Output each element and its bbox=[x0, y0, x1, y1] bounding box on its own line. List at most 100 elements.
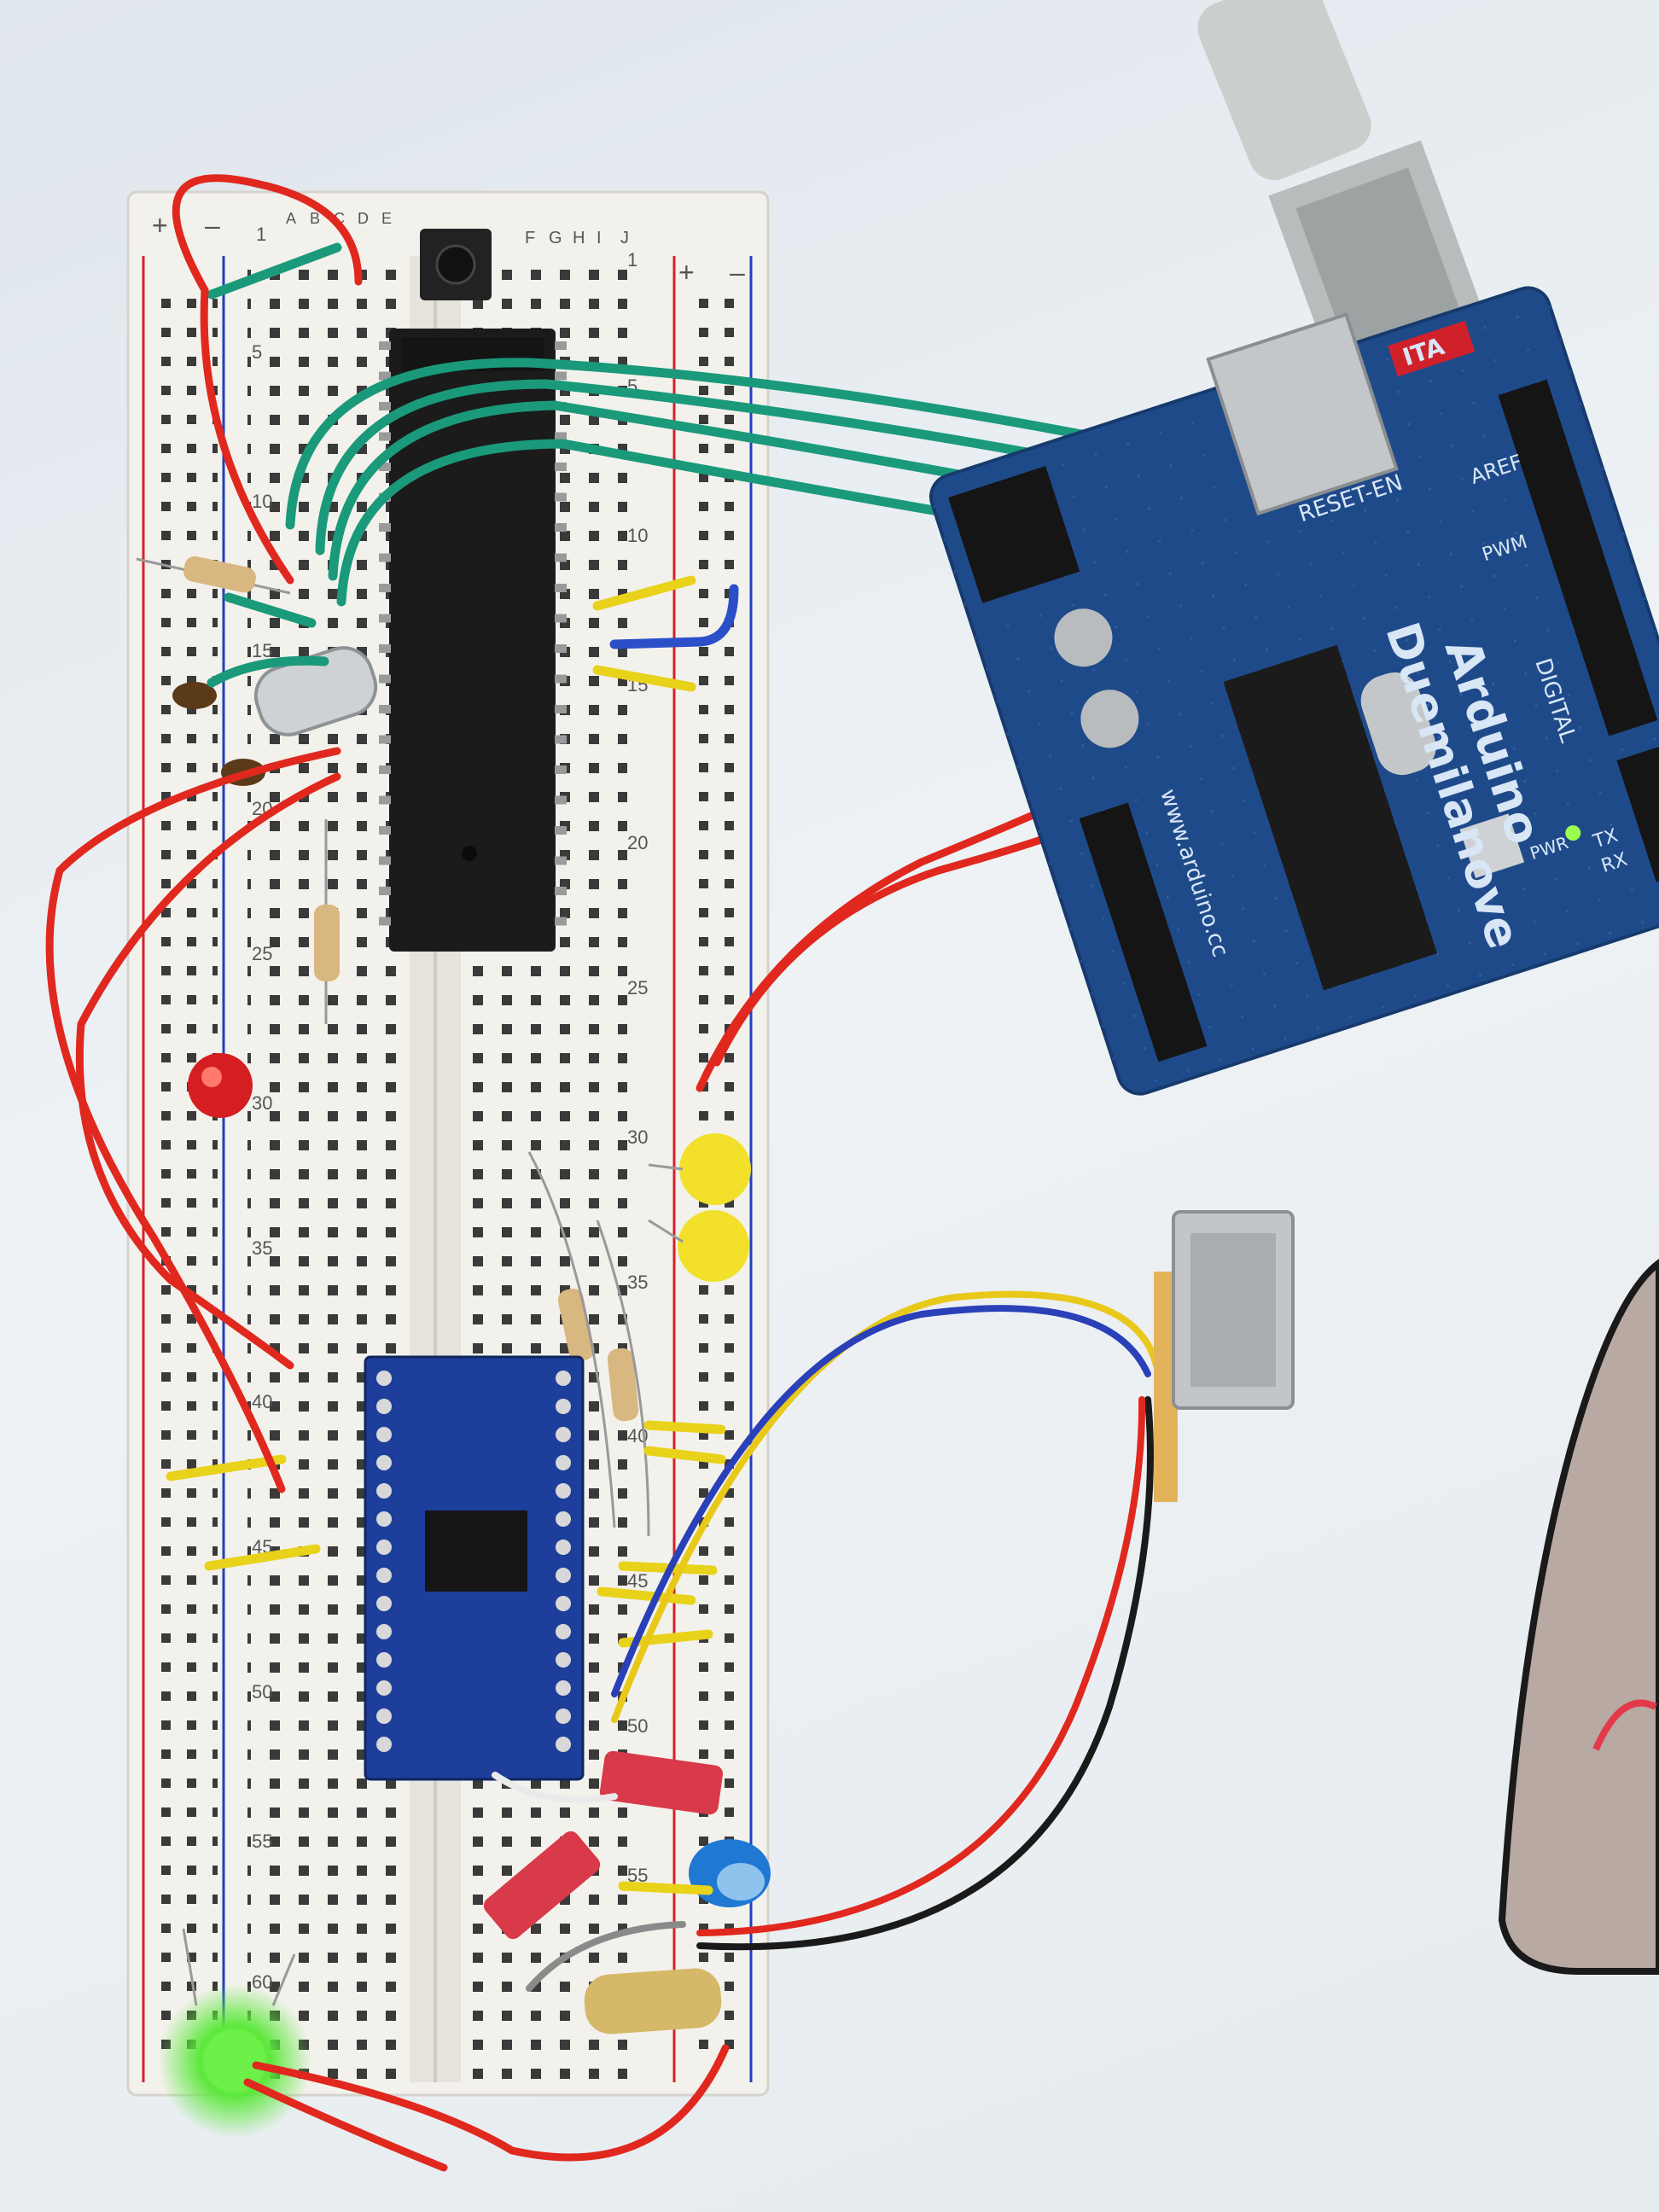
header-pin bbox=[556, 1708, 571, 1724]
chip-pin bbox=[379, 735, 391, 744]
header-pin bbox=[556, 1455, 571, 1470]
row-number-label: 15 bbox=[252, 640, 272, 661]
chip-pin bbox=[379, 584, 391, 592]
card-edge bbox=[1498, 1259, 1659, 1975]
chip-pin bbox=[555, 432, 567, 441]
row-number-label: 10 bbox=[627, 525, 648, 546]
chip-pin bbox=[379, 705, 391, 713]
chip-pin bbox=[379, 795, 391, 805]
chip-pin bbox=[555, 826, 567, 835]
header-pin bbox=[556, 1511, 571, 1527]
header-pin bbox=[556, 1399, 571, 1414]
header-pin bbox=[376, 1737, 392, 1752]
header-pin bbox=[556, 1652, 571, 1668]
header-pin bbox=[376, 1568, 392, 1583]
pushbutton bbox=[420, 229, 492, 300]
chip-pin bbox=[555, 341, 567, 350]
chip-pin bbox=[555, 887, 567, 895]
chip-pin bbox=[379, 463, 391, 471]
column-label: G bbox=[549, 229, 562, 247]
rail-minus-label-right: – bbox=[730, 257, 745, 288]
chip-pin bbox=[379, 917, 391, 926]
row-number-label: 25 bbox=[252, 943, 272, 964]
header-pin bbox=[556, 1568, 571, 1583]
header-pin bbox=[376, 1596, 392, 1611]
row-number-label: 10 bbox=[252, 491, 272, 512]
row-number-label: 20 bbox=[627, 832, 648, 853]
row-number-label: 35 bbox=[627, 1272, 648, 1293]
chip-pin bbox=[379, 644, 391, 653]
chip-pin bbox=[555, 735, 567, 744]
row-number-label: 50 bbox=[252, 1681, 272, 1703]
header-pin bbox=[376, 1427, 392, 1442]
yellow-leds bbox=[648, 1133, 751, 1282]
chip-pin bbox=[555, 674, 567, 684]
usb-b-socket bbox=[1154, 1210, 1295, 1502]
row-number-label: 1 bbox=[256, 224, 266, 245]
header-pin bbox=[556, 1737, 571, 1752]
rail-plus-label: + bbox=[152, 210, 168, 241]
column-label: I bbox=[597, 229, 602, 247]
chip-pin bbox=[379, 826, 391, 835]
column-label: F bbox=[525, 229, 535, 247]
row-number-label: 25 bbox=[627, 977, 648, 998]
column-label: A bbox=[286, 210, 296, 227]
header-pin bbox=[376, 1455, 392, 1470]
arduino-board: ITA RESET-EN AREF DIGITAL PWM TX RX PWR … bbox=[929, 286, 1659, 1096]
chip-pin bbox=[555, 795, 567, 805]
chip-pin bbox=[555, 553, 567, 562]
green-led-lit bbox=[158, 1928, 311, 2138]
header-pin bbox=[376, 1680, 392, 1696]
row-number-label: 1 bbox=[627, 249, 637, 271]
row-number-label: 50 bbox=[627, 1715, 648, 1737]
column-label: H bbox=[573, 229, 585, 247]
electrolytic-capacitor bbox=[689, 1839, 771, 1907]
row-number-label: 55 bbox=[252, 1831, 272, 1852]
header-pin bbox=[556, 1680, 571, 1696]
chip-pin bbox=[379, 614, 391, 623]
row-number-label: 45 bbox=[627, 1570, 648, 1592]
chip-pin bbox=[379, 887, 391, 895]
chip-pin bbox=[379, 553, 391, 562]
header-pin bbox=[376, 1624, 392, 1639]
chip-pin bbox=[379, 371, 391, 381]
chip-pin bbox=[555, 523, 567, 532]
film-capacitors bbox=[483, 1750, 724, 2034]
header-pin bbox=[376, 1511, 392, 1527]
header-pin bbox=[376, 1708, 392, 1724]
header-pin bbox=[556, 1540, 571, 1555]
header-pin bbox=[556, 1427, 571, 1442]
chip-pin bbox=[555, 463, 567, 471]
chip-pin bbox=[379, 765, 391, 774]
header-pin bbox=[376, 1371, 392, 1386]
chip-pin bbox=[555, 584, 567, 592]
header-pin bbox=[376, 1399, 392, 1414]
rail-plus-label-right: + bbox=[678, 257, 695, 288]
rail-minus-label: – bbox=[205, 210, 220, 241]
chip-pin bbox=[379, 341, 391, 350]
chip-pin bbox=[555, 614, 567, 623]
chip-pin bbox=[555, 492, 567, 502]
column-label: J bbox=[620, 229, 629, 247]
row-number-label: 40 bbox=[252, 1391, 272, 1412]
chip-pin bbox=[555, 371, 567, 381]
usb-serial-breakout bbox=[364, 1355, 585, 1781]
row-number-label: 30 bbox=[627, 1126, 648, 1148]
header-pin bbox=[556, 1483, 571, 1499]
chip-pin bbox=[555, 765, 567, 774]
chip-pin bbox=[379, 402, 391, 410]
chip-pin bbox=[379, 674, 391, 684]
column-label: E bbox=[381, 210, 392, 227]
red-led bbox=[188, 1053, 253, 1118]
header-pin bbox=[556, 1596, 571, 1611]
chip-pin bbox=[555, 644, 567, 653]
header-pin bbox=[376, 1652, 392, 1668]
chip-pin bbox=[379, 856, 391, 865]
header-pin bbox=[556, 1371, 571, 1386]
chip-pin bbox=[379, 523, 391, 532]
header-pin bbox=[376, 1483, 392, 1499]
chip-pin bbox=[379, 432, 391, 441]
